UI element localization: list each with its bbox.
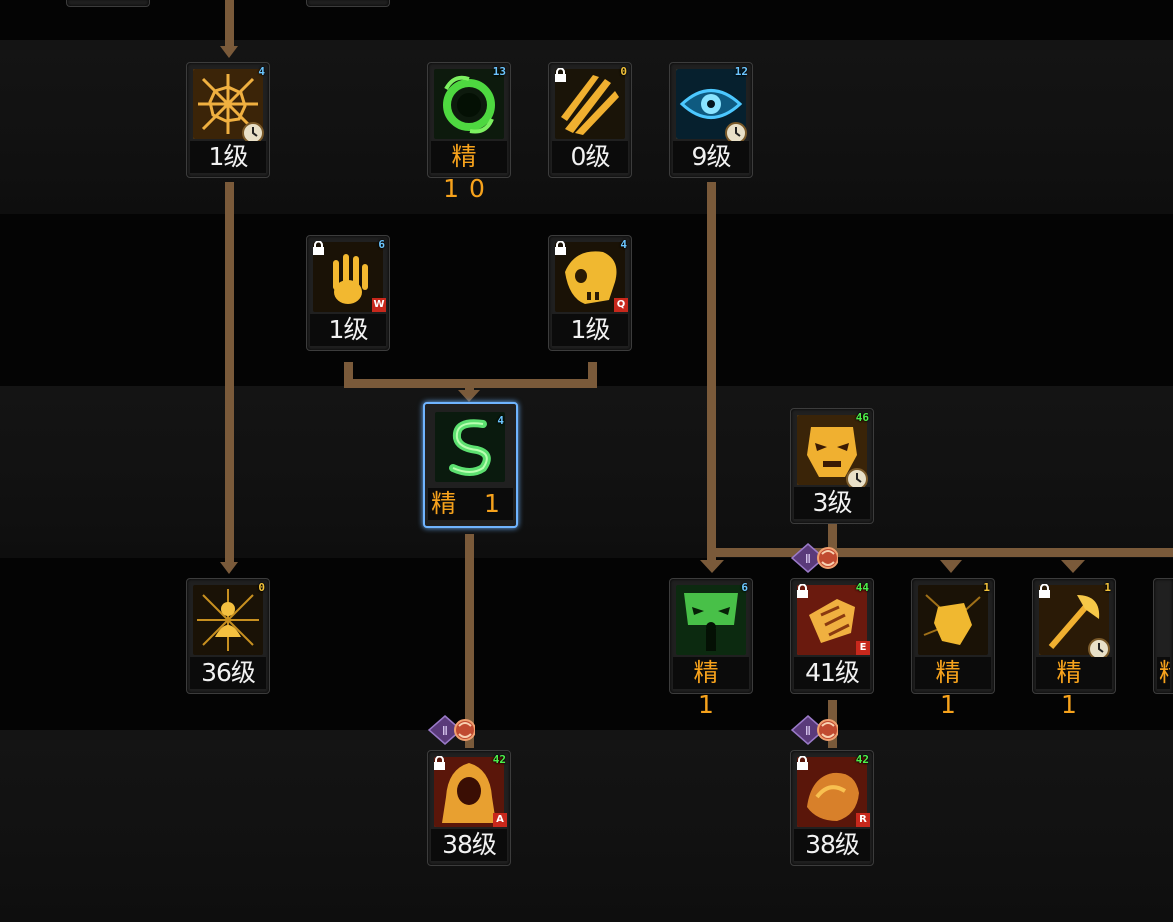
golden-claws-icon <box>555 69 625 139</box>
row-band <box>0 730 1173 922</box>
demon-face-icon <box>797 415 867 485</box>
skill-level: 38级 <box>431 829 507 861</box>
skill-slot-edge[interactable]: 精 <box>1153 578 1173 694</box>
skill-cost: 42 <box>492 753 506 766</box>
skill-level: 41级 <box>794 657 870 689</box>
skill-slot-hand[interactable]: 6 W 1级 <box>306 235 390 351</box>
skill-level: 精 <box>1157 657 1170 689</box>
skill-cost: 42 <box>855 753 869 766</box>
skill-level: 精 1 <box>915 657 991 719</box>
skill-cost: 0 <box>258 581 265 594</box>
skill-slot-hooded-caster[interactable]: 42 A 38级 <box>427 750 511 866</box>
skill-level: 1级 <box>552 314 628 346</box>
awakening-badge-icon: Ⅱ <box>790 542 839 574</box>
skill-slot-fist-smash[interactable]: 44 E 41级 <box>790 578 874 694</box>
hotkey-badge: Q <box>614 298 628 312</box>
skill-cost: 44 <box>855 581 869 594</box>
hotkey-badge: E <box>856 641 870 655</box>
row-band <box>0 0 1173 40</box>
skill-slot-green-ring[interactable]: 13 精 10 <box>427 62 511 203</box>
skill-slot-green-giant[interactable]: 6 精 1 <box>669 578 753 719</box>
hotkey-badge: W <box>372 298 386 312</box>
skill-slot-serpent[interactable]: 4 精 1 <box>423 402 518 528</box>
green-giant-icon <box>676 585 746 655</box>
skill-slot-claws[interactable]: 0 0级 <box>548 62 632 178</box>
roman-numeral-label: Ⅱ <box>442 724 448 738</box>
skill-cost: 46 <box>855 411 869 424</box>
grasping-hand-icon <box>313 242 383 312</box>
skill-level: 精 10 <box>431 141 507 203</box>
skill-cost: 4 <box>497 414 504 427</box>
skill-level: 精 1 <box>428 488 513 520</box>
skill-slot-web[interactable]: 4 1级 <box>186 62 270 178</box>
skill-cost: 1 <box>983 581 990 594</box>
skill-cost: 6 <box>741 581 748 594</box>
skill-level: 精 1 <box>1036 657 1112 719</box>
skill-slot-skull[interactable]: 4 Q 1级 <box>548 235 632 351</box>
fist-smash-icon <box>797 585 867 655</box>
skill-slot-punch[interactable]: 1 精 1 <box>911 578 995 719</box>
skill-level: 1级 <box>190 141 266 173</box>
hooded-caster-icon <box>434 757 504 827</box>
hotkey-badge: R <box>856 813 870 827</box>
skill-cost: 4 <box>258 65 265 78</box>
hotkey-badge: A <box>493 813 507 827</box>
cooldown-clock-icon <box>1087 637 1111 661</box>
awakening-badge-icon: Ⅱ <box>427 714 476 746</box>
green-vortex-icon <box>434 69 504 139</box>
skill-level: 38级 <box>794 829 870 861</box>
skill-slot-partial[interactable] <box>66 0 150 7</box>
golden-punch-icon <box>918 585 988 655</box>
skill-cost: 12 <box>734 65 748 78</box>
lock-icon <box>554 67 567 82</box>
skill-cost: 6 <box>378 238 385 251</box>
roman-numeral-label: Ⅱ <box>805 724 811 738</box>
green-serpent-icon <box>435 412 505 482</box>
skill-level: 0级 <box>552 141 628 173</box>
skill-slot-eye[interactable]: 12 9级 <box>669 62 753 178</box>
skill-slot-axe[interactable]: 1 精 1 <box>1032 578 1116 719</box>
roman-numeral-label: Ⅱ <box>805 552 811 566</box>
skill-level: 精 1 <box>673 657 749 719</box>
lock-icon <box>796 583 809 598</box>
skill-slot-partial[interactable] <box>306 0 390 7</box>
skill-slot-fire-beast[interactable]: 42 R 38级 <box>790 750 874 866</box>
lock-icon <box>554 240 567 255</box>
lock-icon <box>1038 583 1051 598</box>
awakening-badge-icon: Ⅱ <box>790 714 839 746</box>
skill-cost: 4 <box>620 238 627 251</box>
golden-edge-icon <box>1160 585 1173 655</box>
lock-icon <box>433 755 446 770</box>
skill-slot-demon-face[interactable]: 46 3级 <box>790 408 874 524</box>
skill-level: 1级 <box>310 314 386 346</box>
skill-cost: 0 <box>620 65 627 78</box>
skill-level: 9级 <box>673 141 749 173</box>
lock-icon <box>796 755 809 770</box>
row-band <box>0 386 1173 558</box>
skill-cost: 1 <box>1104 581 1111 594</box>
skill-level: 3级 <box>794 487 870 519</box>
skill-slot-radiant[interactable]: 0 36级 <box>186 578 270 694</box>
skill-level: 36级 <box>190 657 266 689</box>
skill-cost: 13 <box>492 65 506 78</box>
golden-skull-icon <box>555 242 625 312</box>
fire-beast-icon <box>797 757 867 827</box>
radiant-figure-icon <box>193 585 263 655</box>
cooldown-clock-icon <box>241 121 265 145</box>
blue-eye-icon <box>676 69 746 139</box>
lock-icon <box>312 240 325 255</box>
